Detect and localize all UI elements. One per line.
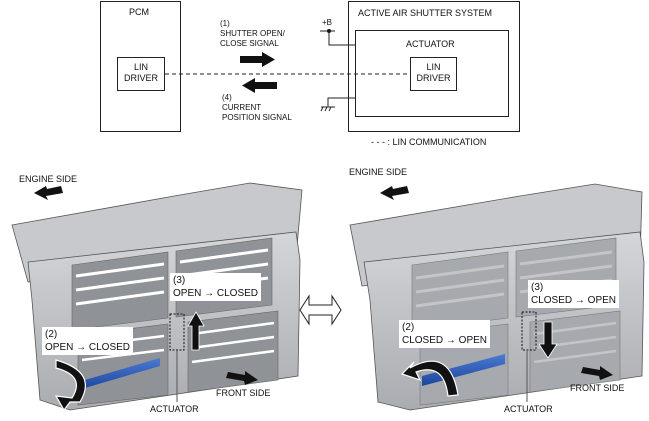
actuator-lin-driver-label: LIN DRIVER: [416, 62, 451, 83]
left-main-frame: [27, 231, 301, 411]
system-title: ACTIVE AIR SHUTTER SYSTEM: [358, 8, 493, 18]
left-up-arrow-icon: [187, 311, 205, 351]
right-actuator-label: ACTUATOR: [504, 404, 553, 414]
left-actuator-outline: [169, 313, 185, 351]
transition-arrow-icon: [299, 294, 342, 326]
signal-1-label: (1) SHUTTER OPEN/ CLOSE SIGNAL: [220, 19, 285, 48]
signal-4-label: (4) CURRENT POSITION SIGNAL: [222, 93, 292, 122]
right-front-side-arrow-icon: [581, 366, 613, 380]
left-engine-side-arrow-icon: [34, 186, 63, 200]
pcm-title: PCM: [129, 7, 149, 17]
left-engine-side-label: ENGINE SIDE: [19, 174, 78, 184]
ground-icon: [320, 102, 335, 112]
power-label: +B: [322, 18, 333, 27]
right-top-frame: [349, 183, 643, 287]
left-step-3-callout: (3) OPEN → CLOSED: [170, 273, 262, 301]
right-blue-blade: [422, 354, 505, 386]
right-rotate-arrow-icon: [400, 360, 459, 397]
arrow-right-icon: [240, 52, 275, 67]
right-down-arrow-icon: [538, 321, 558, 359]
left-front-side-label: FRONT SIDE: [216, 388, 271, 398]
pcm-lin-driver-label: LIN DRIVER: [123, 62, 158, 83]
right-actuator-outline: [521, 311, 537, 351]
left-actuator-label: ACTUATOR: [150, 404, 199, 414]
left-top-frame: [11, 182, 303, 283]
right-front-side-label: FRONT SIDE: [570, 383, 625, 393]
left-front-side-arrow-icon: [226, 371, 258, 385]
right-engine-side-arrow-icon: [380, 186, 409, 200]
right-step-3-callout: (3) CLOSED → OPEN: [528, 280, 620, 308]
block-diagram-lines: [165, 29, 410, 112]
left-step-2-callout: (2) OPEN → CLOSED: [42, 327, 134, 355]
pcm-lin-driver-box: [117, 57, 165, 91]
lin-communication-legend: - - - : LIN COMMUNICATION: [371, 137, 487, 147]
actuator-title: ACTUATOR: [406, 39, 455, 49]
right-step-2-callout: (2) CLOSED → OPEN: [399, 320, 491, 348]
left-blue-blade: [78, 358, 160, 390]
actuator-lin-driver-box: [410, 57, 457, 91]
right-engine-side-label: ENGINE SIDE: [349, 167, 408, 177]
left-rotate-arrow-icon: [54, 359, 86, 412]
arrow-left-icon: [242, 78, 277, 93]
